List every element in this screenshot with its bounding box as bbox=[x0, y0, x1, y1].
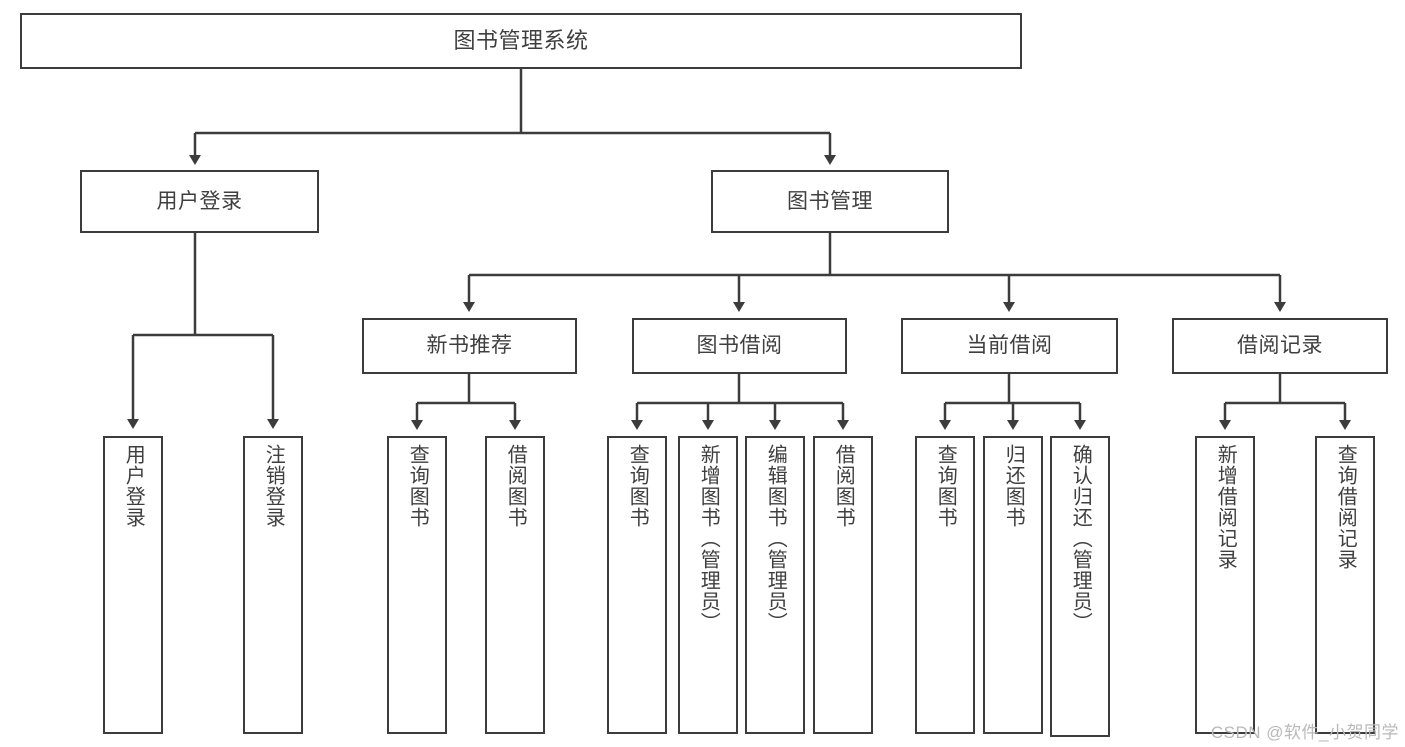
leaf-user-login-signout[interactable]: 注销登录 bbox=[243, 436, 303, 734]
leaf-new-book-borrow[interactable]: 借阅图书 bbox=[485, 436, 545, 734]
node-label: 确认归还（管理员） bbox=[1069, 444, 1092, 633]
node-label: 借阅记录 bbox=[1237, 334, 1323, 358]
node-new-book-recommend[interactable]: 新书推荐 bbox=[362, 318, 577, 374]
node-book-management[interactable]: 图书管理 bbox=[711, 170, 949, 233]
leaf-current-query-book[interactable]: 查询图书 bbox=[915, 436, 975, 734]
leaf-current-confirm-return[interactable]: 确认归还（管理员） bbox=[1050, 436, 1110, 737]
leaf-record-query[interactable]: 查询借阅记录 bbox=[1315, 436, 1375, 734]
node-label: 当前借阅 bbox=[966, 334, 1053, 358]
node-current-borrow[interactable]: 当前借阅 bbox=[901, 318, 1118, 374]
node-label: 图书管理 bbox=[787, 189, 873, 213]
leaf-borrow-borrow-book[interactable]: 借阅图书 bbox=[813, 436, 873, 734]
node-label: 查询图书 bbox=[406, 444, 429, 528]
node-root-system[interactable]: 图书管理系统 bbox=[20, 13, 1022, 69]
node-label: 借阅图书 bbox=[832, 444, 855, 528]
node-label: 用户登录 bbox=[122, 444, 145, 528]
node-label: 图书管理系统 bbox=[453, 27, 589, 53]
node-label: 注销登录 bbox=[262, 444, 285, 528]
leaf-record-add[interactable]: 新增借阅记录 bbox=[1195, 436, 1255, 734]
node-label: 归还图书 bbox=[1002, 444, 1025, 528]
node-book-borrow[interactable]: 图书借阅 bbox=[632, 318, 847, 374]
node-user-login[interactable]: 用户登录 bbox=[80, 170, 319, 233]
watermark: CSDN @软件_小贺同学 bbox=[1210, 723, 1399, 742]
node-label: 查询图书 bbox=[934, 444, 957, 528]
leaf-borrow-query-book[interactable]: 查询图书 bbox=[607, 436, 667, 734]
node-label: 新增图书（管理员） bbox=[697, 444, 720, 633]
node-label: 新增借阅记录 bbox=[1214, 444, 1237, 570]
leaf-borrow-add-book[interactable]: 新增图书（管理员） bbox=[678, 436, 738, 734]
node-label: 用户登录 bbox=[156, 189, 243, 213]
node-label: 查询借阅记录 bbox=[1334, 444, 1357, 570]
leaf-borrow-edit-book[interactable]: 编辑图书（管理员） bbox=[745, 436, 805, 734]
node-label: 新书推荐 bbox=[426, 334, 513, 358]
node-label: 借阅图书 bbox=[504, 444, 527, 528]
leaf-new-book-query[interactable]: 查询图书 bbox=[387, 436, 447, 734]
node-label: 图书借阅 bbox=[696, 334, 783, 358]
leaf-current-return-book[interactable]: 归还图书 bbox=[983, 436, 1043, 734]
node-label: 编辑图书（管理员） bbox=[764, 444, 787, 633]
leaf-user-login-signin[interactable]: 用户登录 bbox=[103, 436, 163, 734]
node-borrow-record[interactable]: 借阅记录 bbox=[1172, 318, 1388, 374]
node-label: 查询图书 bbox=[626, 444, 649, 528]
